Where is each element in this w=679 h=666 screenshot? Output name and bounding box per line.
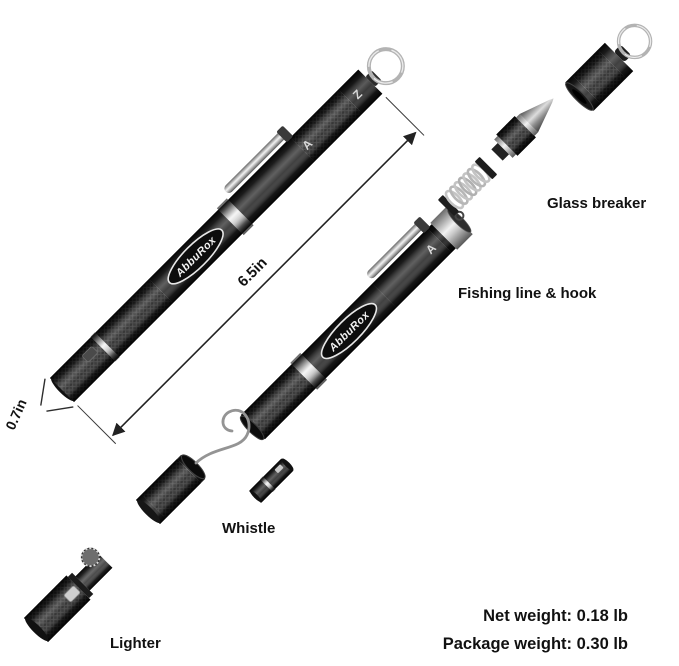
cylinder-shading — [75, 553, 113, 591]
clip-mount — [414, 217, 430, 233]
silver-ring — [516, 113, 539, 136]
brand-logo-oval — [320, 302, 378, 360]
side-switch — [82, 346, 98, 362]
coil-turn — [444, 189, 465, 210]
threaded-neck — [491, 142, 510, 161]
lighter-label — [64, 585, 81, 602]
label-whistle: Whistle — [222, 520, 275, 537]
extension-line — [77, 405, 117, 445]
cap-thread-hole — [572, 89, 587, 104]
bracket-line — [40, 378, 46, 406]
cylinder-shading — [135, 454, 206, 525]
dimension-label-diameter: 0.7in — [2, 397, 30, 433]
flint-wheel-serration — [80, 547, 101, 568]
silver-ring — [494, 135, 517, 158]
tail-compartment — [135, 454, 206, 525]
fishing-wire — [194, 408, 251, 465]
coil-turn — [457, 176, 478, 197]
coil-turn — [466, 167, 487, 188]
keyring-highlight — [368, 48, 404, 84]
coil-end-ring — [475, 157, 497, 179]
lighter-rim — [67, 572, 94, 599]
coil-end-ring — [438, 195, 459, 216]
dimension-line-length — [112, 131, 417, 437]
keyring-highlight — [617, 24, 652, 59]
coil-turn — [453, 180, 474, 201]
glass-breaker — [491, 98, 554, 161]
coil-turn — [462, 172, 482, 192]
coil-turn — [449, 185, 469, 205]
whistle-mouth — [281, 458, 294, 471]
net-weight-text: Net weight: 0.18 lb — [483, 607, 628, 625]
package-weight-text: Package weight: 0.30 lb — [443, 635, 628, 653]
label-fishing-line: Fishing line & hook — [458, 285, 597, 302]
cylinder-shading — [496, 116, 536, 156]
whistle-slot — [274, 464, 284, 473]
bracket-line — [46, 406, 74, 412]
assembled-flashlight: AbbuRox A Z 6.5in — [40, 47, 425, 445]
keyring-cap — [565, 23, 653, 111]
head-bezel — [430, 207, 473, 250]
whistle-end — [249, 490, 262, 503]
cylinder-shading — [248, 458, 294, 504]
whistle-part — [248, 458, 294, 504]
fishing-line-coil — [438, 157, 497, 221]
dimension-diameter-bracket — [40, 378, 74, 412]
exploded-main-body: AbbuRox A — [239, 207, 473, 441]
lighter-part — [23, 547, 113, 643]
extension-line — [385, 96, 425, 136]
pocket-clip — [367, 221, 424, 279]
lighter-endcap — [25, 617, 49, 641]
breaker-spike — [519, 98, 554, 133]
cup-endcap — [137, 499, 161, 523]
label-lighter: Lighter — [110, 635, 161, 652]
dimension-label-length: 6.5in — [234, 254, 270, 290]
label-glass-breaker: Glass breaker — [547, 195, 646, 212]
